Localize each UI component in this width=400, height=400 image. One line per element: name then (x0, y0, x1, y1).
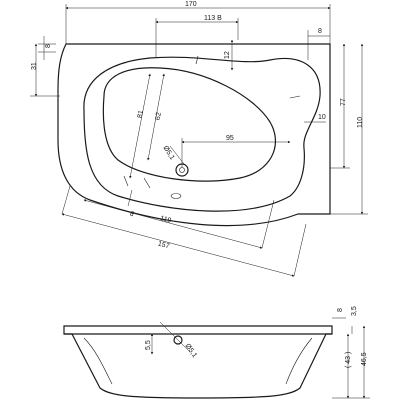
dim-rim-gap: 10 (318, 114, 326, 121)
dim-drain-offset: 5,5 (145, 340, 152, 350)
side-outline (63, 325, 333, 399)
dim-basin-length: 119 (159, 215, 172, 225)
dim-right-lip: 8 (318, 28, 322, 35)
dim-total-height: 46,5 (361, 352, 368, 366)
dim-overall-depth: 110 (357, 117, 364, 128)
dim-drain-to-edge: 95 (226, 135, 234, 142)
basin-outline (102, 67, 276, 182)
top-view: 170 113 B 8 12 8 31 77 110 10 (30, 1, 368, 277)
side-drain (173, 335, 183, 345)
dim-side-drain-diameter: Ø5,1 (184, 343, 198, 360)
dim-rim-width-top: 12 (224, 51, 231, 59)
rim-ticks (123, 55, 301, 189)
dim-rim-height: 8 (337, 308, 344, 312)
overflow-mark (170, 193, 182, 199)
dim-drain-diameter: Ø5,1 (162, 145, 176, 162)
dim-inner-offset: 113 B (204, 15, 222, 22)
dim-overall-width: 170 (185, 1, 197, 8)
dim-basin-axis-b: 62 (155, 112, 163, 121)
dim-inner-depth-right: 77 (340, 98, 347, 106)
drain-inner (179, 167, 185, 173)
dim-inner-height: ( 43 ) (345, 352, 352, 368)
dim-rim-edge: 3,5 (351, 306, 358, 316)
dim-left-lip: 8 (45, 44, 52, 48)
dim-left-depth: 31 (31, 62, 38, 70)
dim-overall-diagonal: 157 (157, 241, 170, 251)
rim-contour (83, 56, 321, 212)
tub-outline (57, 43, 331, 227)
dim-basin-short-axis: 81 (137, 110, 145, 119)
side-view: 5,5 Ø5,1 8 3,5 ( 43 ) 46,5 (63, 306, 370, 399)
inner-wall (83, 337, 313, 385)
